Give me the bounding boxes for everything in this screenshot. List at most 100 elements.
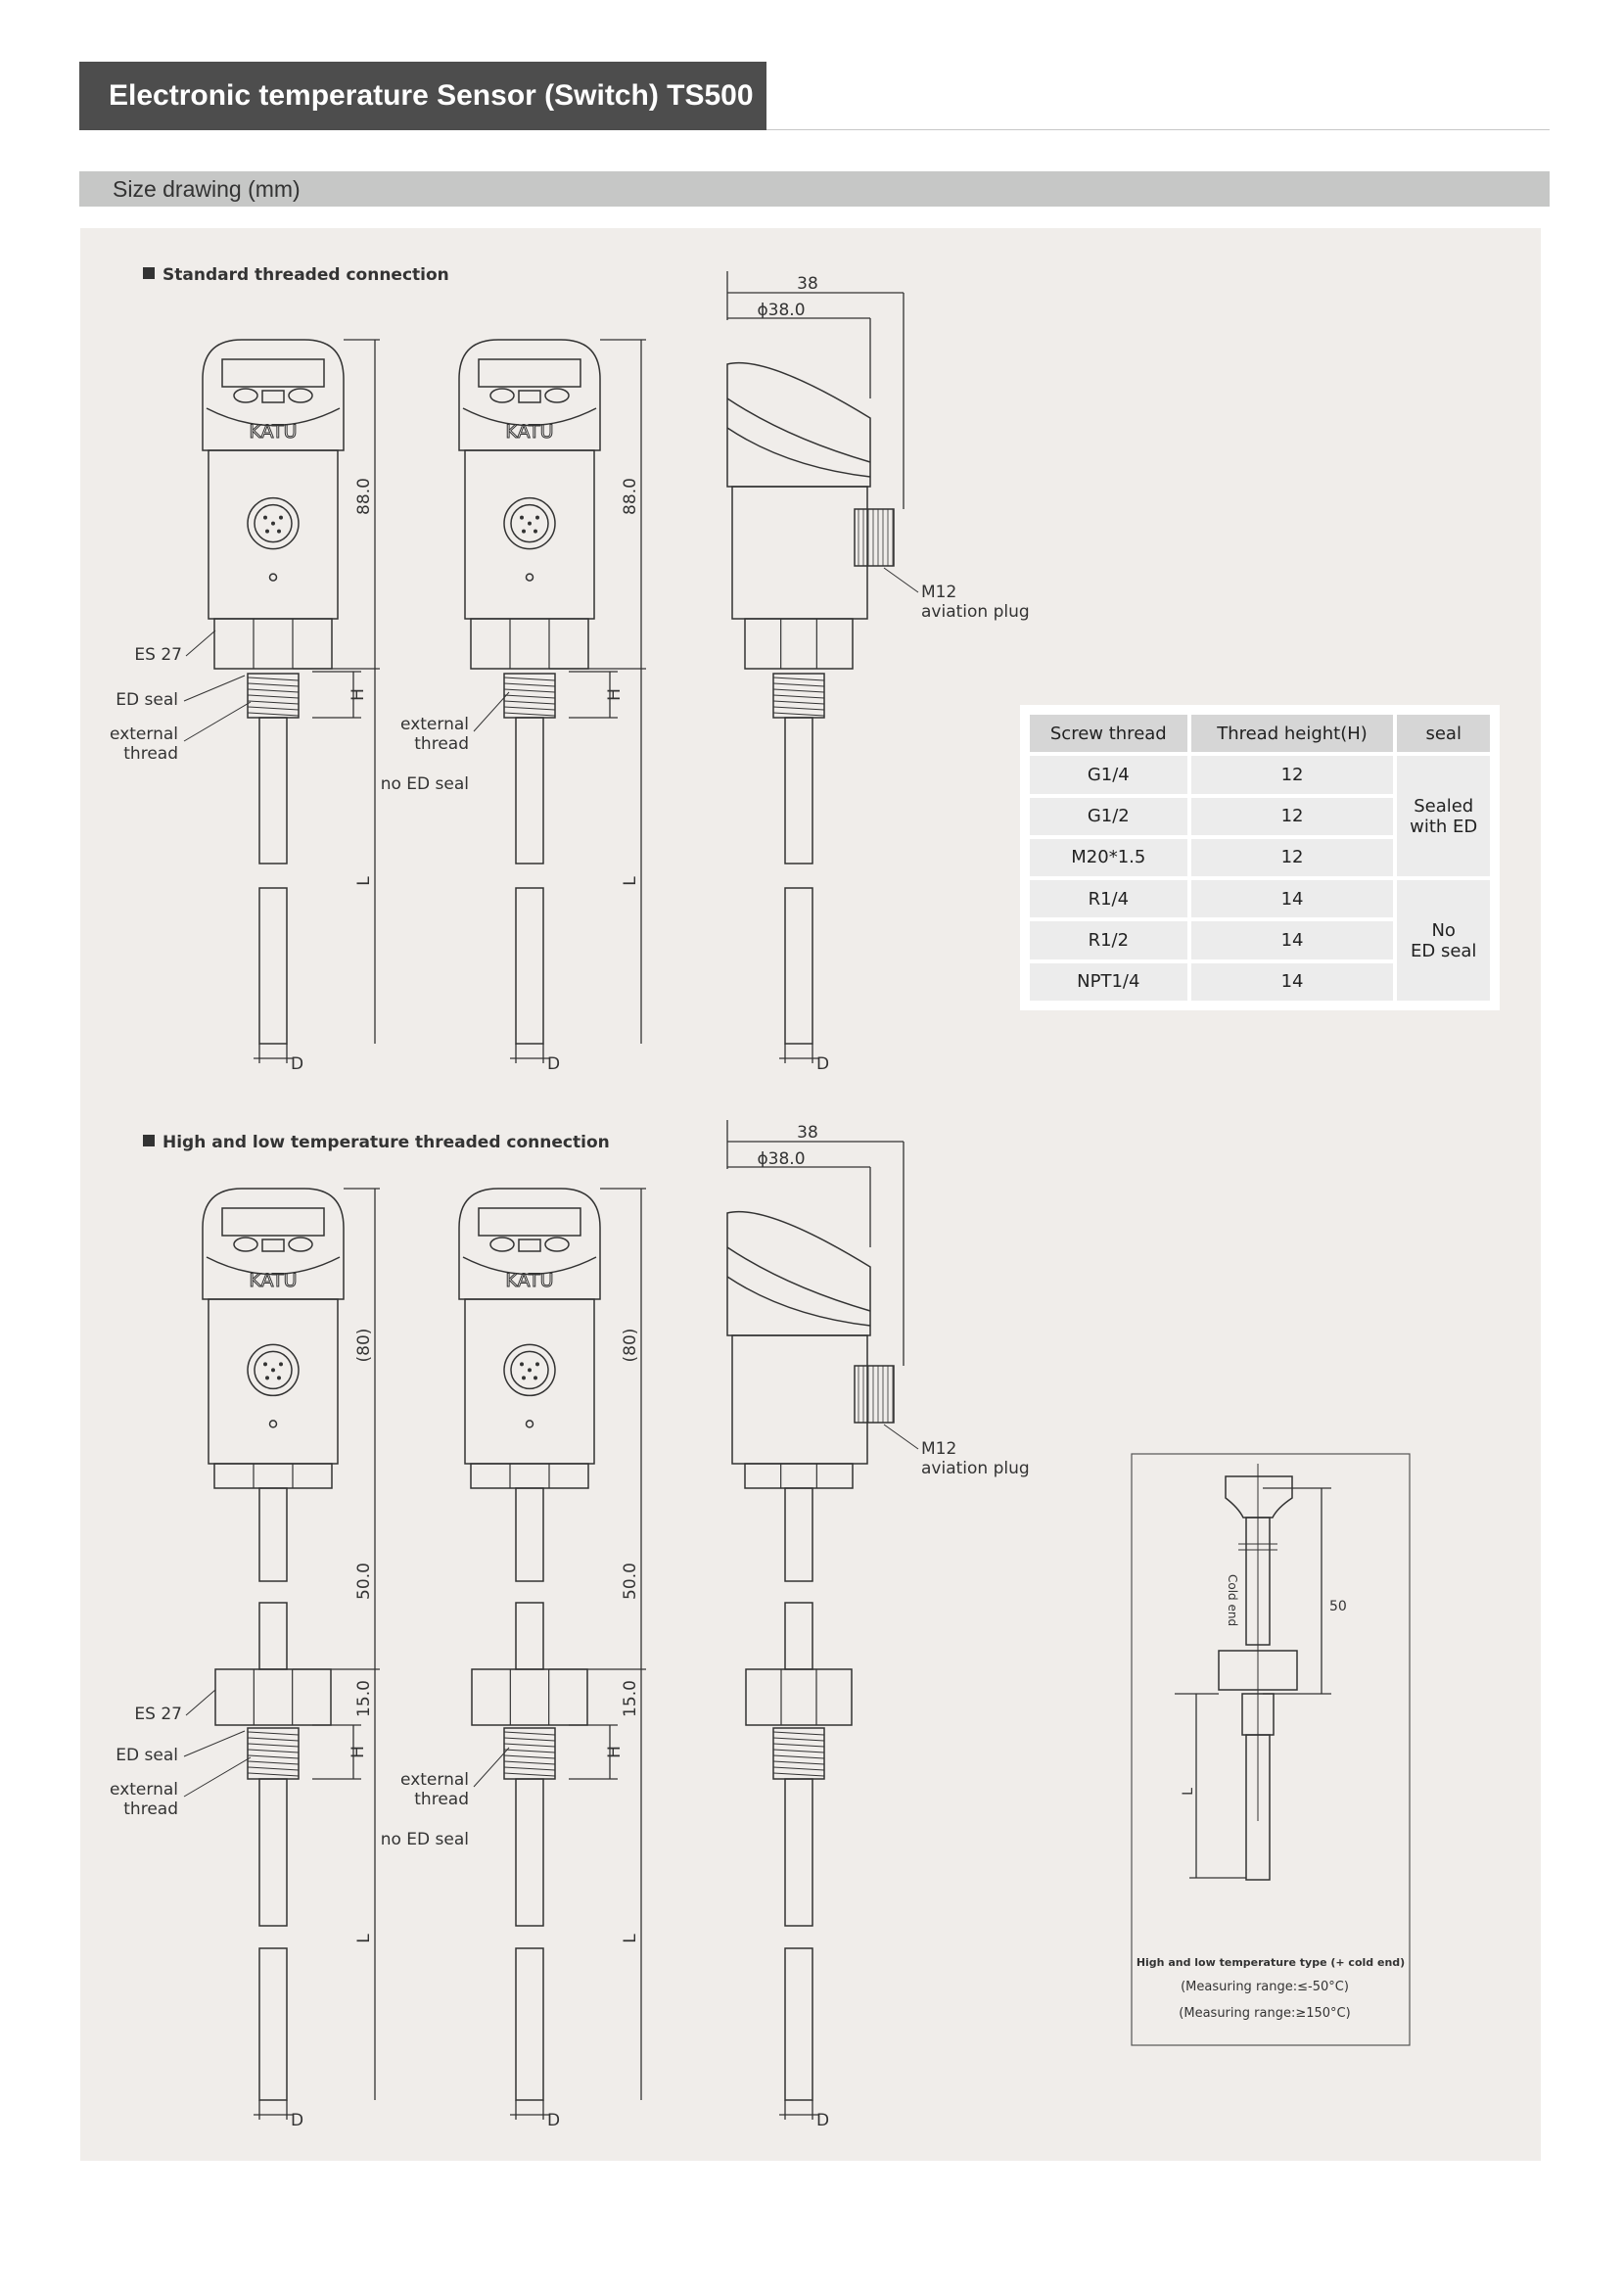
thread-line xyxy=(772,712,825,717)
thread-line xyxy=(772,1749,825,1753)
m12-plug-icon xyxy=(854,1365,895,1424)
dimension-line xyxy=(883,1424,919,1450)
thread-line xyxy=(503,1754,556,1759)
head-contour xyxy=(726,397,871,463)
probe-stem xyxy=(784,1487,813,1582)
thread-line xyxy=(247,1749,300,1753)
probe-stem xyxy=(258,1947,288,2101)
sensor-head xyxy=(458,339,601,451)
label: thread xyxy=(123,744,178,764)
label: D xyxy=(547,2111,560,2130)
probe-stem xyxy=(515,1487,544,1582)
bullet-icon xyxy=(143,267,155,279)
label: aviation plug xyxy=(921,1459,1030,1478)
label: external xyxy=(110,1780,178,1799)
thread-line xyxy=(503,1743,556,1748)
thread-line xyxy=(503,1731,556,1736)
probe-stem xyxy=(515,717,544,865)
label: M12 xyxy=(921,1439,956,1459)
inset-head xyxy=(1225,1475,1293,1519)
katu-logo: KATU xyxy=(505,1270,553,1291)
inset-frame xyxy=(1131,1453,1411,2046)
dimension-line xyxy=(185,1689,216,1716)
connector-pin xyxy=(534,1376,537,1380)
sensor-body xyxy=(464,449,595,620)
thread-line xyxy=(772,682,825,687)
dimension-label: (80) xyxy=(354,1329,374,1363)
screw-thread-cell: M20*1.5 xyxy=(1030,838,1187,877)
connector-pin xyxy=(528,1368,532,1373)
cold-end-stem xyxy=(1245,1517,1271,1646)
thread-line xyxy=(503,706,556,711)
thread-line xyxy=(247,706,300,711)
seal-text: ED seal xyxy=(1410,940,1477,961)
katu-logo: KATU xyxy=(249,1270,297,1291)
dimension-label: 88.0 xyxy=(621,478,640,515)
led-indicator-icon xyxy=(268,1420,278,1428)
connector-pin xyxy=(534,529,537,534)
label: thread xyxy=(414,1790,469,1809)
thread-line xyxy=(503,694,556,699)
sensor-head xyxy=(202,1188,345,1300)
thread-line xyxy=(503,1766,556,1771)
m12-connector-inner xyxy=(510,503,549,543)
probe-stem xyxy=(258,717,288,865)
label: external xyxy=(400,1770,469,1790)
head-contour xyxy=(206,407,341,427)
dimension-label: L xyxy=(354,1934,374,1943)
label: D xyxy=(547,1054,560,1074)
sensor-head xyxy=(458,1188,601,1300)
head-contour xyxy=(726,427,871,478)
plus-button-icon xyxy=(288,1237,313,1252)
screw-thread-cell: G1/2 xyxy=(1030,797,1187,835)
label: M12 xyxy=(921,583,956,602)
label: no ED seal xyxy=(381,1830,469,1849)
mode-button-icon xyxy=(518,390,541,403)
thread-line xyxy=(247,1772,300,1777)
thread-line xyxy=(772,677,825,681)
hex-nut xyxy=(744,1463,854,1489)
table-header: Thread height(H) xyxy=(1190,715,1394,753)
connector-pin xyxy=(277,529,281,534)
thread-line xyxy=(503,700,556,705)
display-icon xyxy=(221,1207,325,1237)
screw-thread-cell: R1/2 xyxy=(1030,921,1187,959)
probe-stem xyxy=(784,717,813,865)
connector-pin xyxy=(265,529,269,534)
thread-line xyxy=(503,1737,556,1742)
hex-nut xyxy=(470,1463,589,1489)
dimension-label: 15.0 xyxy=(354,1680,374,1717)
led-indicator-icon xyxy=(525,573,534,582)
connector-pin xyxy=(279,515,283,520)
label: Cold end xyxy=(1226,1574,1239,1626)
inset-range: (Measuring range:≤-50°C) xyxy=(1181,1980,1349,1994)
mode-button-icon xyxy=(261,1238,285,1252)
thread-line xyxy=(772,1766,825,1771)
bullet-icon xyxy=(143,1135,155,1146)
subsection-title: High and low temperature threaded connec… xyxy=(162,1133,610,1152)
thread-line xyxy=(247,694,300,699)
inset-range: (Measuring range:≥150°C) xyxy=(1179,2006,1350,2021)
sensor-body xyxy=(208,1298,339,1465)
katu-logo: KATU xyxy=(505,421,553,443)
table-header: Screw thread xyxy=(1030,715,1187,753)
plus-button-icon xyxy=(544,388,570,403)
thread-height-cell: 14 xyxy=(1190,921,1394,959)
m12-connector-inner xyxy=(254,1350,293,1390)
page-title: Electronic temperature Sensor (Switch) T… xyxy=(79,62,766,130)
dimension-label: (80) xyxy=(621,1329,640,1363)
thread-line xyxy=(772,700,825,705)
thread-line xyxy=(247,1731,300,1736)
dimension-label: 88.0 xyxy=(354,478,374,515)
dimension-label: L xyxy=(354,876,374,886)
connector-pin xyxy=(535,1362,539,1367)
m12-connector-icon xyxy=(247,1343,300,1397)
connector-pin xyxy=(271,521,275,526)
katu-logo: KATU xyxy=(249,421,297,443)
label: ϕ38.0 xyxy=(757,1149,805,1169)
